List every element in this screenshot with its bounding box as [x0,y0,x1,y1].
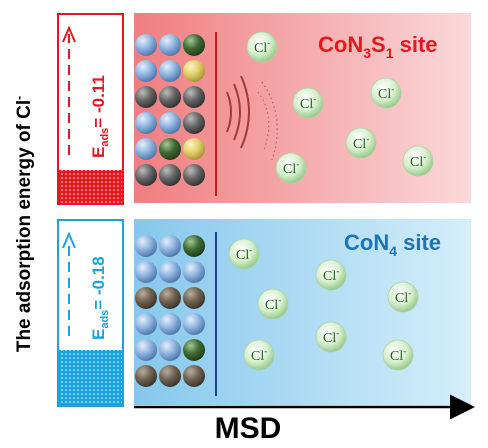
chloride-ion: Cl- [370,77,402,109]
panel-top: CoN3S1 site Cl- Cl- Cl- Cl- Cl- Cl- [134,13,471,203]
atom-yellow [183,138,205,160]
chloride-ion-label: Cl- [323,328,339,346]
chloride-ion: Cl- [382,339,414,371]
atom-blue [135,235,157,257]
site-label-bottom: CoN4 site [344,230,441,259]
chloride-ion: Cl- [243,339,275,371]
ion-trail-dotted [257,81,278,161]
atom-blue [159,235,181,257]
atom-blue [183,261,205,283]
chloride-ion: Cl- [315,321,347,353]
arrow-head-top [62,25,76,43]
chloride-ion-label: Cl- [378,84,394,102]
chloride-ion: Cl- [246,31,278,63]
panel-bottom: CoN4 site Cl- Cl- Cl- Cl- Cl- Cl- Cl- [134,219,471,405]
atom-blue [159,34,181,56]
wave-arcs [226,75,250,149]
chloride-ion-label: Cl- [353,134,369,152]
atom-gray [159,86,181,108]
atom-green [183,34,205,56]
chloride-ion-label: Cl- [323,266,339,284]
energy-fill-bottom [59,350,122,405]
atom-green [183,235,205,257]
chloride-ion: Cl- [315,259,347,291]
atom-gray [135,86,157,108]
energy-box-bottom: Eads= -0.18 [57,219,124,407]
atom-layer-top [135,34,205,186]
atom-blue [135,112,157,134]
atom-blue [135,313,157,335]
atom-blue [159,339,181,361]
atom-gray [183,164,205,186]
chloride-ion-label: Cl- [300,94,316,112]
eads-label-top: Eads= -0.11 [89,75,111,158]
ions-top: Cl- Cl- Cl- Cl- Cl- Cl- [246,31,434,184]
atom-brown [135,287,157,309]
energy-box-top: Eads= -0.11 [57,13,124,205]
atom-blue [183,313,205,335]
atom-brown [135,365,157,387]
atom-gray [135,164,157,186]
atom-yellow [183,60,205,82]
atom-layer-bottom [135,235,205,387]
arrow-head-bottom [62,231,76,249]
x-axis-label: MSD [214,412,282,445]
atom-green [183,339,205,361]
chloride-ion: Cl- [257,288,289,320]
chloride-ion-label: Cl- [254,38,270,56]
chloride-ion-label: Cl- [410,152,426,170]
atom-brown [183,365,205,387]
atom-brown [159,287,181,309]
atom-blue [159,112,181,134]
chloride-ion-label: Cl- [251,346,267,364]
atom-blue [159,313,181,335]
atom-blue [135,261,157,283]
chloride-ion: Cl- [387,281,419,313]
chloride-ion-label: Cl- [395,288,411,306]
chloride-ion: Cl- [402,145,434,177]
atom-blue [135,34,157,56]
eads-label-bottom: Eads= -0.18 [89,256,111,340]
atom-brown [183,287,205,309]
chloride-ion: Cl- [292,87,324,119]
atom-blue [159,261,181,283]
chloride-ion-label: Cl- [236,245,252,263]
atom-blue [135,138,157,160]
atom-gray [183,86,205,108]
atom-blue [159,60,181,82]
chloride-ion-label: Cl- [390,346,406,364]
atom-gray [159,164,181,186]
chloride-ion: Cl- [345,127,377,159]
atom-gray [183,112,205,134]
atom-brown [159,365,181,387]
energy-fill-top [59,170,122,203]
chloride-ion: Cl- [228,238,260,270]
ions-bottom: Cl- Cl- Cl- Cl- Cl- Cl- Cl- [228,238,419,371]
chloride-ion-label: Cl- [283,159,299,177]
atom-green [159,138,181,160]
site-label-top: CoN3S1 site [318,32,438,61]
chloride-ion: Cl- [275,152,307,184]
atom-blue [135,339,157,361]
atom-blue [135,60,157,82]
chloride-ion-label: Cl- [265,295,281,313]
